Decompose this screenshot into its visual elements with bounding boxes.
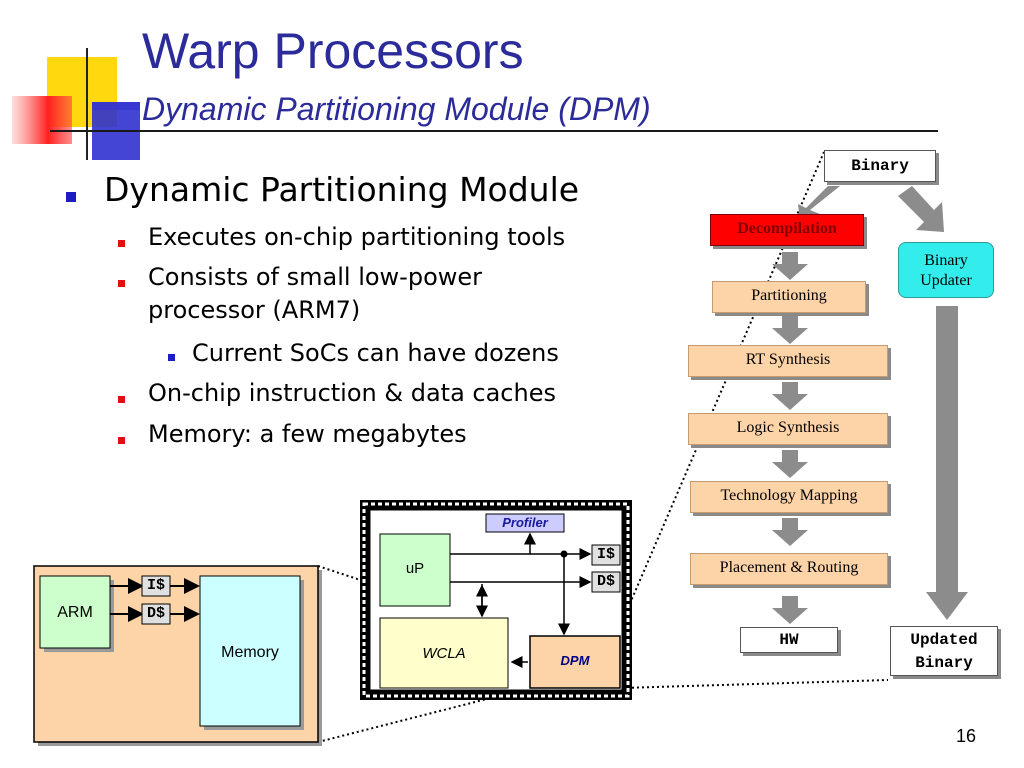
arrow-binary-to-updater bbox=[898, 186, 944, 232]
zoom-line bbox=[621, 679, 889, 689]
updated-binary-line2: Binary bbox=[915, 654, 973, 672]
bullet-item: Memory: a few megabytes bbox=[148, 420, 467, 448]
chip-dpm-block bbox=[529, 635, 621, 689]
bullet-marker bbox=[66, 192, 76, 202]
bullet-subitem: Current SoCs can have dozens bbox=[192, 339, 559, 367]
arrow-tech-place bbox=[772, 518, 808, 546]
chip-profiler-box bbox=[485, 513, 565, 533]
updated-binary-line1: Updated bbox=[910, 631, 978, 649]
bullet-level1: Dynamic Partitioning Module bbox=[104, 170, 580, 209]
arm-icache-label: I$ bbox=[146, 577, 165, 594]
slide-number: 16 bbox=[955, 726, 976, 746]
arrow-place-hw bbox=[772, 596, 808, 624]
logo-red-square bbox=[12, 96, 72, 144]
profiler-label: Profiler bbox=[502, 515, 548, 530]
bullet-item: On-chip instruction & data caches bbox=[148, 379, 556, 407]
arm-dcache-label: D$ bbox=[146, 605, 165, 622]
chip-icache-label: I$ bbox=[596, 546, 615, 563]
binary-updater-line2: Updater bbox=[920, 272, 972, 289]
binary-box: Binary bbox=[824, 150, 936, 182]
bullet-marker bbox=[118, 280, 125, 287]
chip-icache-box bbox=[591, 544, 621, 566]
binary-updater-box: Binary Updater bbox=[898, 242, 994, 298]
updated-binary-box: Updated Binary bbox=[890, 626, 998, 676]
partitioning-box: Partitioning bbox=[712, 281, 866, 313]
logic-synthesis-box: Logic Synthesis bbox=[688, 413, 888, 445]
bullet-marker bbox=[118, 240, 125, 247]
arm-icache-box bbox=[141, 575, 171, 597]
slide-title: Warp Processors bbox=[142, 23, 524, 79]
chip-pin-ring bbox=[362, 502, 630, 698]
chip-dcache-box bbox=[591, 571, 621, 593]
bullet-marker bbox=[118, 437, 125, 444]
chip-dcache-label: D$ bbox=[596, 573, 615, 590]
arm-dcache-box bbox=[141, 603, 171, 625]
memory-label: Memory bbox=[221, 644, 279, 661]
dpm-label: DPM bbox=[560, 653, 590, 668]
binary-updater-line1: Binary bbox=[924, 252, 968, 269]
bullet-marker bbox=[168, 354, 175, 361]
memory-block bbox=[199, 575, 301, 727]
bullet-item: Consists of small low-power bbox=[148, 263, 483, 291]
bullet-item: Executes on-chip partitioning tools bbox=[148, 223, 566, 251]
chip-bus-junction bbox=[560, 550, 568, 558]
chip-up-block bbox=[379, 533, 451, 607]
slide-subtitle: Dynamic Partitioning Module (DPM) bbox=[142, 91, 651, 127]
arrow-logic-tech bbox=[772, 450, 808, 478]
arrow-updater-updated bbox=[926, 306, 968, 620]
logo-blue-bar bbox=[92, 102, 140, 110]
wcla-label: WCLA bbox=[422, 645, 466, 662]
chip-wcla-block bbox=[379, 617, 509, 689]
arrow-binary-to-decomp bbox=[798, 186, 840, 222]
bullet-item-continued: processor (ARM7) bbox=[148, 296, 361, 324]
hw-box: HW bbox=[740, 627, 838, 653]
arm-label: ARM bbox=[57, 604, 93, 621]
arrow-decomp-partition bbox=[772, 252, 808, 280]
flow-arrows bbox=[772, 186, 968, 624]
up-label: uP bbox=[405, 560, 425, 577]
title-rule bbox=[50, 130, 938, 132]
rt-synthesis-box: RT Synthesis bbox=[688, 345, 888, 377]
decompilation-box: Decompilation bbox=[710, 214, 864, 246]
zoom-line bbox=[317, 687, 531, 743]
arrow-rt-logic bbox=[772, 382, 808, 410]
technology-mapping-box: Technology Mapping bbox=[690, 481, 888, 513]
placement-routing-box: Placement & Routing bbox=[690, 553, 888, 585]
arrow-partition-rt bbox=[772, 316, 808, 344]
bullet-marker bbox=[118, 396, 125, 403]
arm-block bbox=[39, 575, 111, 649]
